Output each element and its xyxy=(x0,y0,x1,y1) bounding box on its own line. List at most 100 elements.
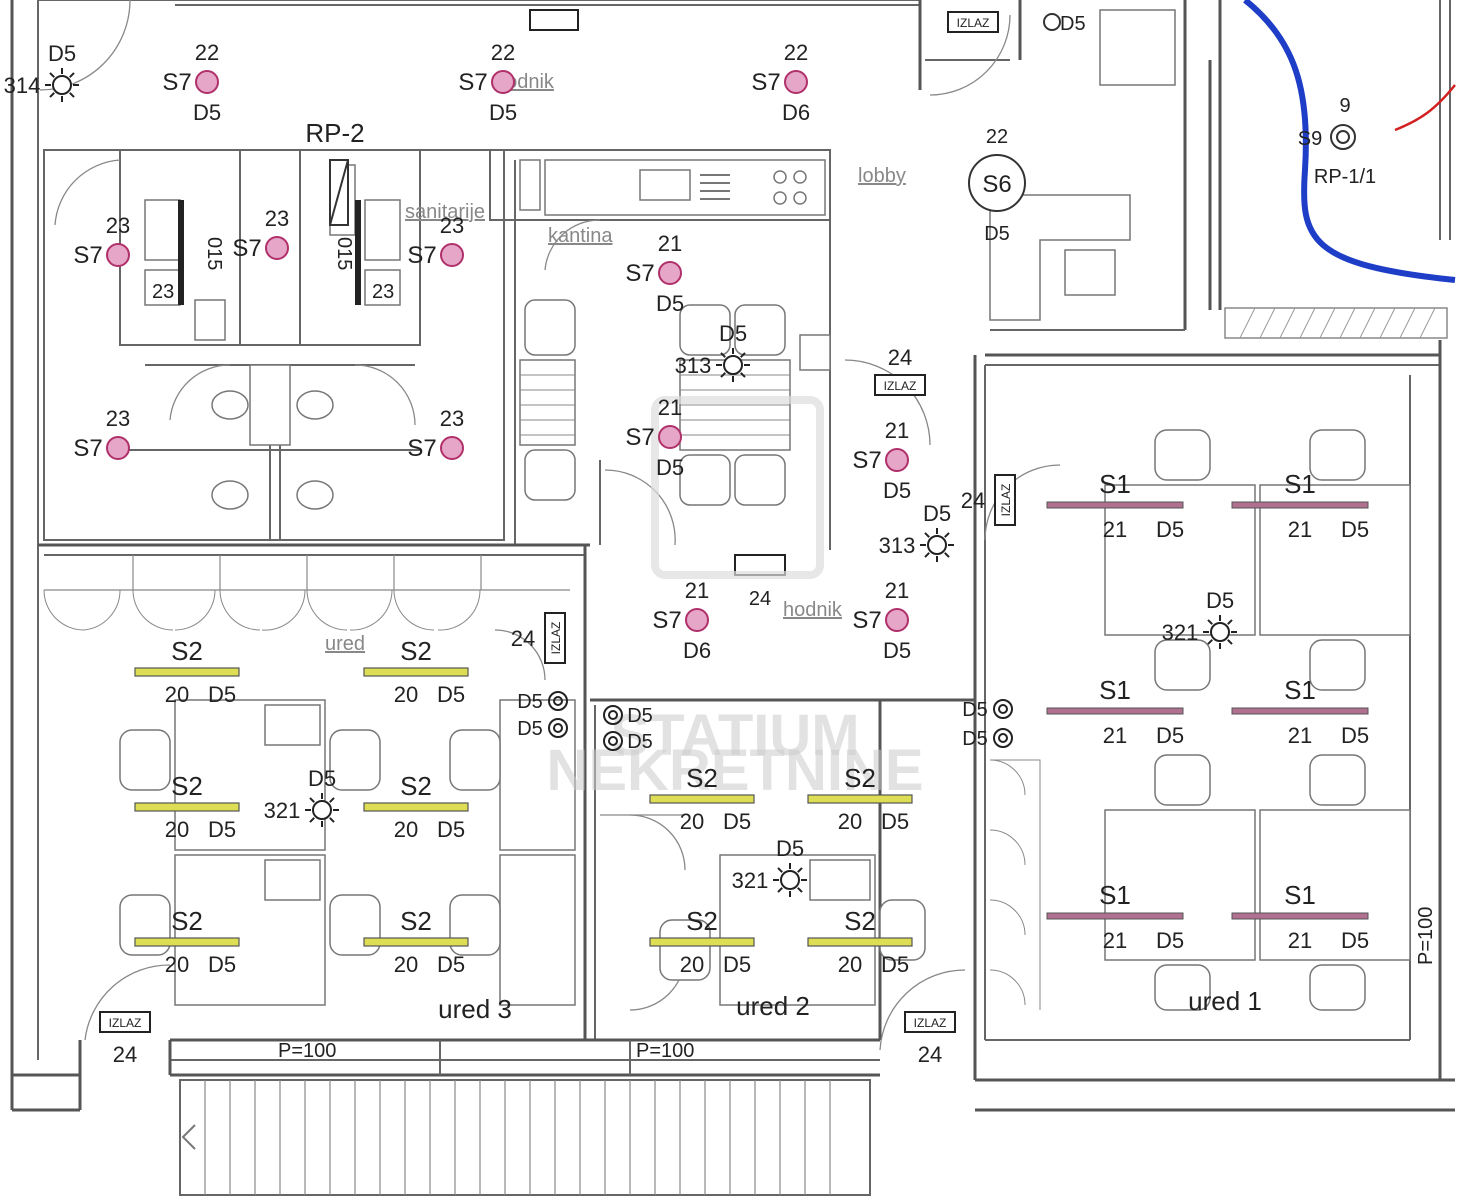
room-ured-3: ured 3 xyxy=(438,994,512,1024)
ceiling-light-icon xyxy=(927,535,947,555)
room-kantina: kantina xyxy=(548,225,613,247)
light-s1-cable: D5 xyxy=(1156,723,1184,748)
exit-sign-box xyxy=(874,374,926,396)
light-s2-bar xyxy=(649,937,755,947)
toilet-code-1: 015 xyxy=(203,237,225,270)
light-s2-type: S2 xyxy=(171,636,203,666)
s6-label: S6 xyxy=(982,171,1011,198)
light-s2-type: S2 xyxy=(844,763,876,793)
exit-sign-circuit: 24 xyxy=(961,488,985,513)
d5-outlet-label: D5 xyxy=(517,691,543,713)
d5-outlet-core xyxy=(553,696,563,706)
room-sanitarije: sanitarije xyxy=(405,201,485,223)
parapet-left: P=100 xyxy=(278,1040,336,1062)
ceiling-light-cable: D5 xyxy=(48,41,76,66)
room-ured-2: ured 2 xyxy=(736,991,810,1021)
light-s2-circuit: 20 xyxy=(165,682,189,707)
cables xyxy=(1243,0,1456,283)
socket-type-label: S7 xyxy=(852,607,881,634)
s9-outlet: S9 9 xyxy=(1298,95,1356,150)
light-s2-type: S2 xyxy=(400,771,432,801)
light-s2-type: S2 xyxy=(686,763,718,793)
light-s1-bar xyxy=(1231,707,1369,715)
exit-sign-text: IZLAZ xyxy=(884,379,917,393)
socket-circuit-label: 22 xyxy=(784,40,808,65)
light-s1-circuit: 21 xyxy=(1103,723,1127,748)
socket-type-label: S7 xyxy=(625,424,654,451)
light-s2-circuit: 20 xyxy=(680,952,704,977)
light-s1-cable: D5 xyxy=(1341,517,1369,542)
ceiling-light-icon xyxy=(52,75,72,95)
socket-cable-label: D6 xyxy=(782,100,810,125)
light-s2-cable: D5 xyxy=(723,952,751,977)
room-hodnik-mid: hodnik xyxy=(783,599,843,621)
d5-outlet-core xyxy=(998,704,1008,714)
d5-outlet-ring xyxy=(603,731,623,751)
d5-outlet-ring xyxy=(993,728,1013,748)
ceiling-light-cable: D5 xyxy=(776,836,804,861)
d5-outlet-label: D5 xyxy=(962,728,988,750)
sockets-layer: S722D5S722D5S722D6S723S723S723S723S723S7… xyxy=(73,40,911,663)
ceiling-light-icon xyxy=(723,355,743,375)
light-s1-circuit: 21 xyxy=(1288,928,1312,953)
light-s2-circuit: 20 xyxy=(165,817,189,842)
light-s2-cable: D5 xyxy=(881,952,909,977)
socket-circuit-label: 23 xyxy=(265,206,289,231)
socket-type-label: S7 xyxy=(625,260,654,287)
socket-circuit-label: 23 xyxy=(440,406,464,431)
d5-outlet-core xyxy=(553,723,563,733)
light-s2-cable: D5 xyxy=(437,682,465,707)
light-s1-type: S1 xyxy=(1099,880,1131,910)
ceiling-light-ray xyxy=(740,372,746,378)
socket-type-label: S7 xyxy=(162,69,191,96)
light-s2-circuit: 20 xyxy=(165,952,189,977)
socket-type-label: S7 xyxy=(407,435,436,462)
ceiling-light-ray xyxy=(777,887,783,893)
ceiling-light-ray xyxy=(777,867,783,873)
exit-sign-box xyxy=(544,612,566,664)
ceiling-light-ray xyxy=(69,72,75,78)
exit-sign-circuit: 24 xyxy=(918,1042,942,1067)
ceiling-light-code: 313 xyxy=(675,353,712,378)
d5-outlet-ring xyxy=(548,691,568,711)
d5-outlet-ring xyxy=(993,699,1013,719)
ceiling-light-ray xyxy=(1227,639,1233,645)
s9-circuit: 9 xyxy=(1339,95,1350,117)
d5-outlet-label: D5 xyxy=(627,731,653,753)
light-s2-bar xyxy=(134,802,240,812)
socket-cable-label: D6 xyxy=(683,638,711,663)
d5-outlet: D5 xyxy=(603,731,653,753)
d5-outlet: D5 xyxy=(517,718,568,740)
ceiling-light-ray xyxy=(1207,619,1213,625)
light-s2-bar xyxy=(649,794,755,804)
d5-outlet-ring xyxy=(603,705,623,725)
socket-circuit-label: 22 xyxy=(491,40,515,65)
light-s2-circuit: 20 xyxy=(838,809,862,834)
light-s1-circuit: 21 xyxy=(1288,723,1312,748)
d5-outlet-ring xyxy=(548,718,568,738)
room-labels: hodnik lobby kantina sanitarije ured ure… xyxy=(325,71,1262,1024)
d5-outlet: D5 xyxy=(603,705,653,727)
light-s2-cable: D5 xyxy=(723,809,751,834)
socket-marker xyxy=(106,243,130,267)
exit-sign-box xyxy=(99,1011,151,1033)
light-s2-cable: D5 xyxy=(437,952,465,977)
socket-type-label: S7 xyxy=(73,242,102,269)
